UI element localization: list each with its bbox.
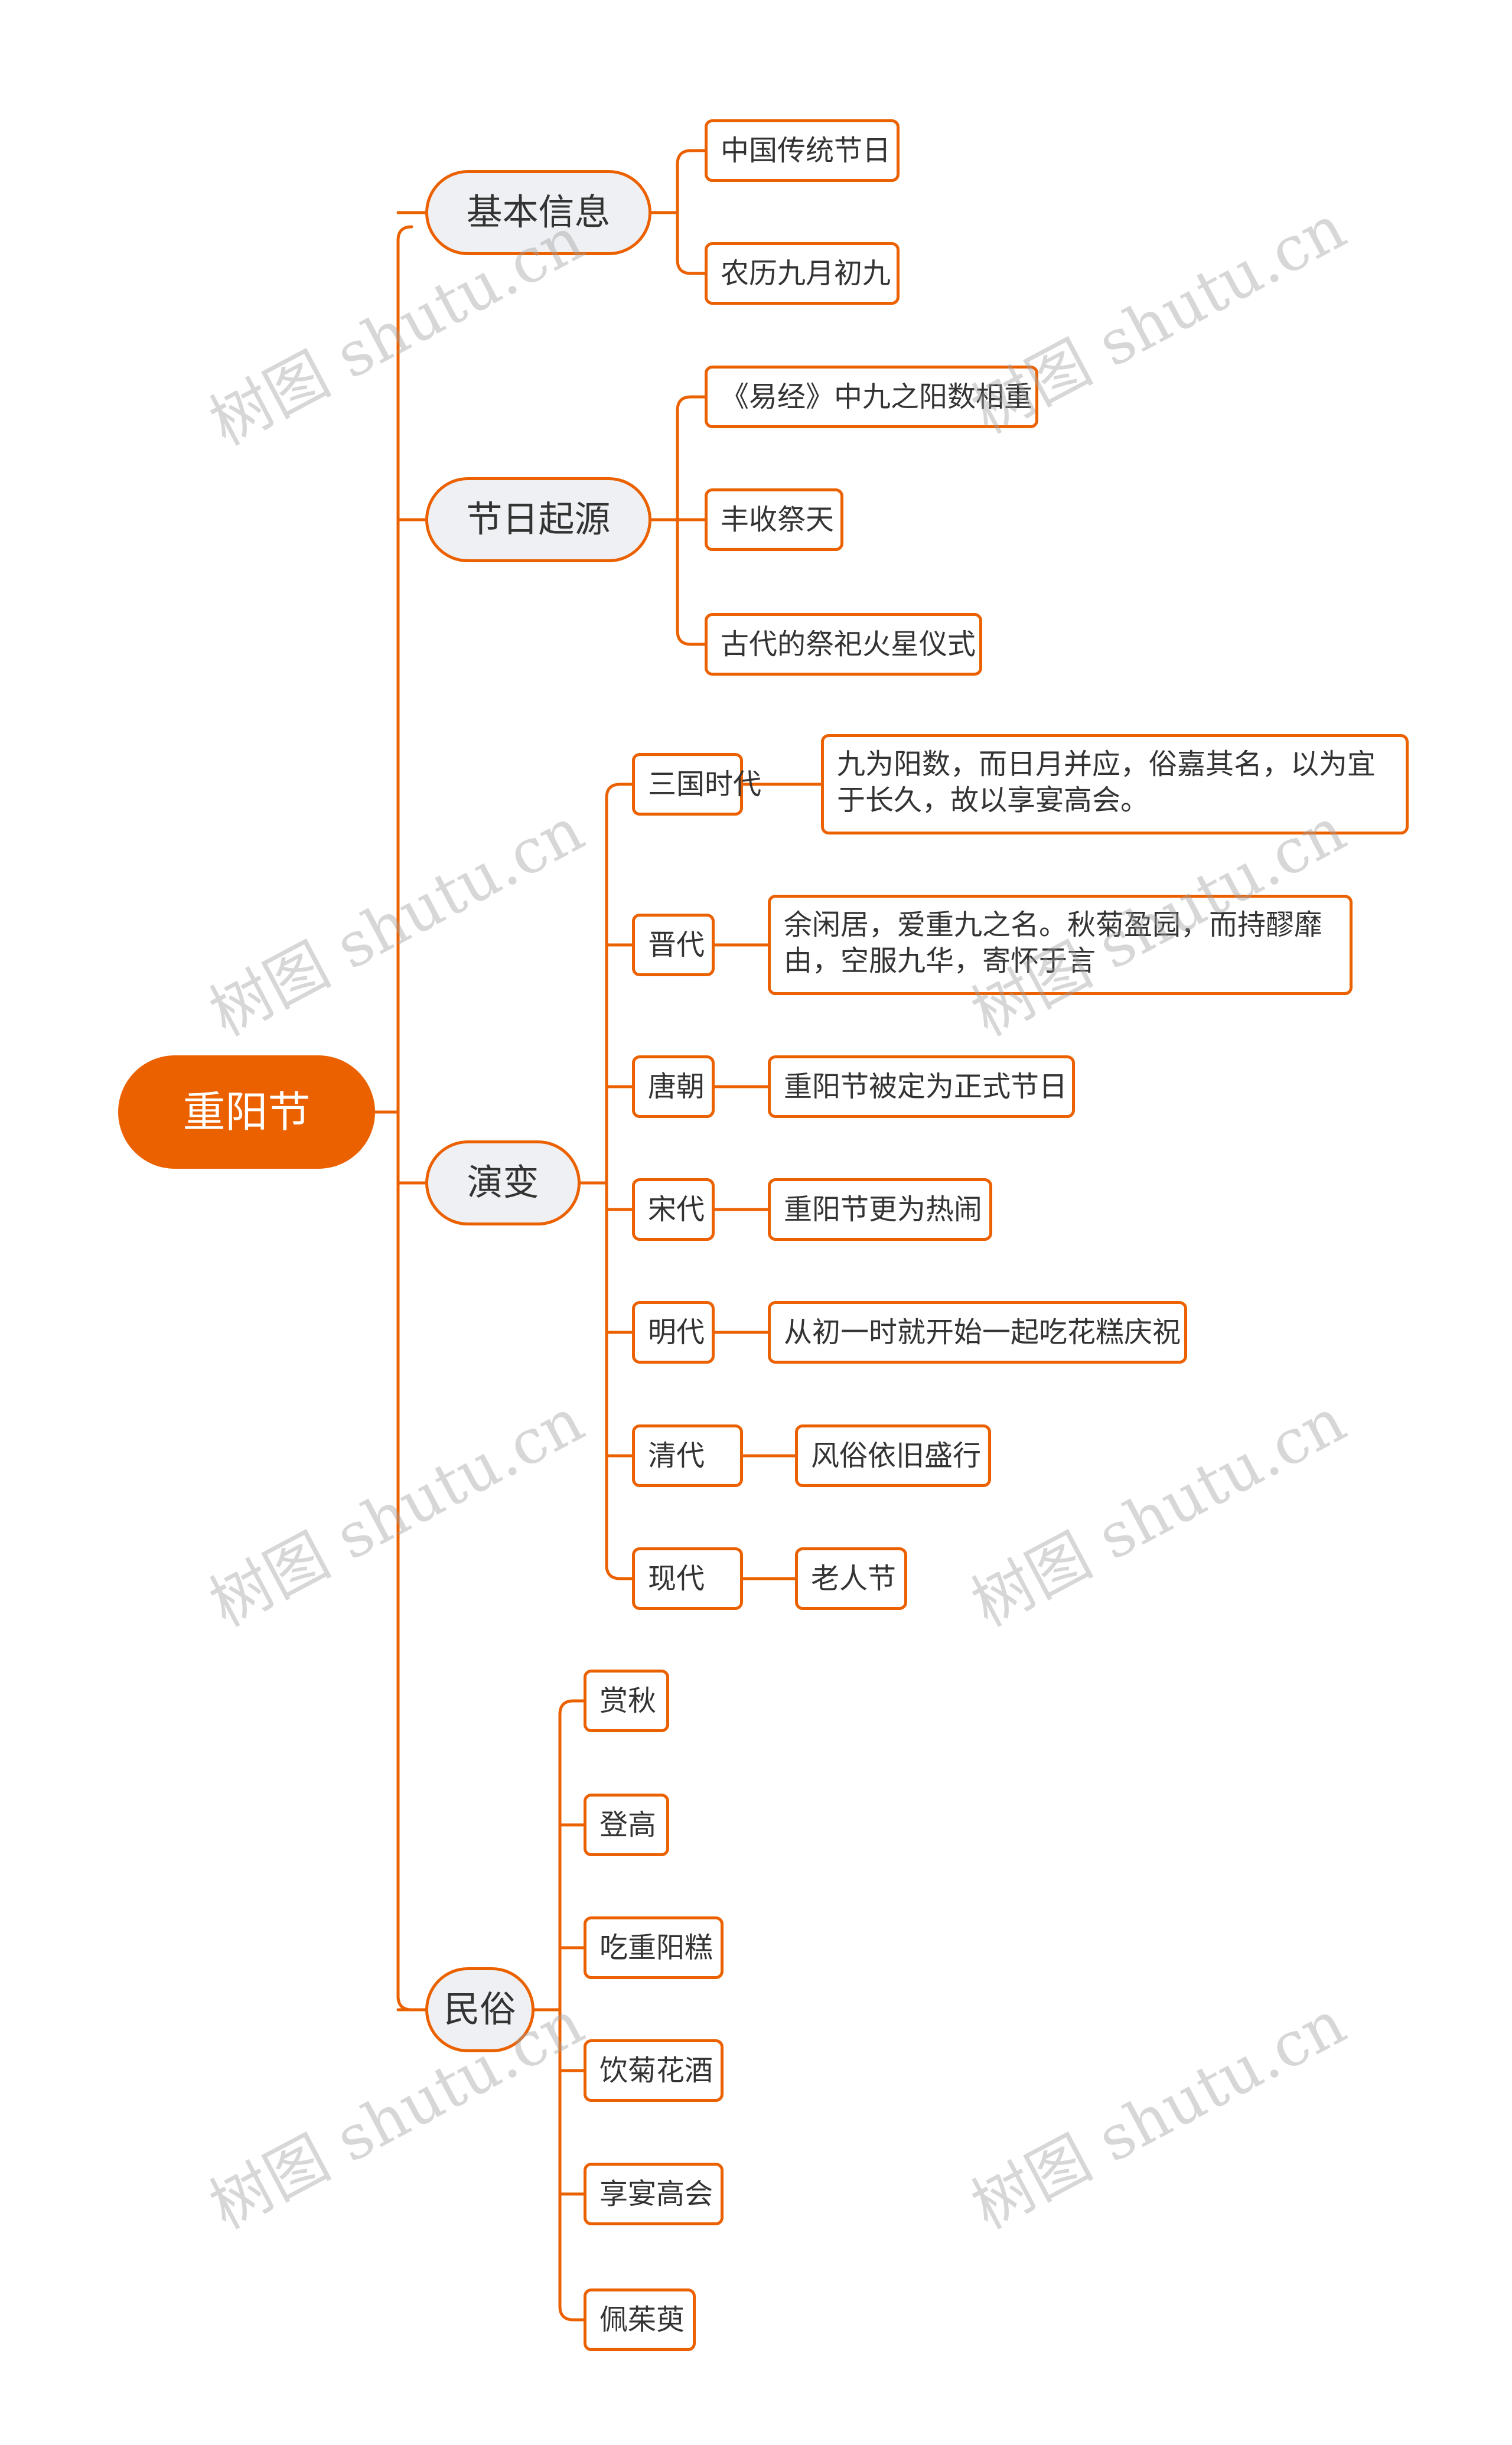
era-sanguo-desc[interactable]: 九为阳数，而日月并应，俗嘉其名，以为宜于长久，故以享宴高会。 xyxy=(821,734,1409,834)
branch-customs[interactable]: 民俗 xyxy=(425,1967,535,2052)
custom-item-6[interactable]: 佩茱萸 xyxy=(584,2288,696,2351)
custom-item-1[interactable]: 赏秋 xyxy=(584,1670,669,1732)
connector-basic-leaf xyxy=(689,149,706,275)
origin-item-1[interactable]: 《易经》中九之阳数相重 xyxy=(705,366,1038,428)
custom-item-3[interactable]: 吃重阳糕 xyxy=(584,1916,724,1979)
connector-trunk-main xyxy=(396,225,413,2012)
origin-item-2[interactable]: 丰收祭天 xyxy=(705,488,843,551)
custom-item-5[interactable]: 享宴高会 xyxy=(584,2163,724,2225)
basic-item-2[interactable]: 农历九月初九 xyxy=(705,242,900,305)
era-qing[interactable]: 清代 xyxy=(632,1424,743,1487)
era-qing-desc[interactable]: 风俗依旧盛行 xyxy=(795,1424,991,1487)
connector-evo-era xyxy=(605,783,634,1580)
era-ming[interactable]: 明代 xyxy=(632,1301,715,1364)
era-sanguo[interactable]: 三国时代 xyxy=(632,753,761,816)
era-ming-desc[interactable]: 从初一时就开始一起吃花糕庆祝 xyxy=(768,1301,1187,1364)
connector-customs-leaf xyxy=(558,1699,585,2322)
era-song-desc[interactable]: 重阳节更为热闹 xyxy=(768,1178,992,1241)
branch-origin[interactable]: 节日起源 xyxy=(425,477,651,562)
era-modern-desc[interactable]: 老人节 xyxy=(795,1547,907,1610)
era-jin[interactable]: 晋代 xyxy=(632,914,715,976)
connector-customs-trunk xyxy=(533,1699,575,2322)
custom-item-2[interactable]: 登高 xyxy=(584,1794,669,1856)
root-topic[interactable]: 重阳节 xyxy=(118,1055,375,1169)
era-modern[interactable]: 现代 xyxy=(632,1547,743,1610)
branch-basic-info[interactable]: 基本信息 xyxy=(425,170,651,255)
era-tang[interactable]: 唐朝 xyxy=(632,1055,715,1118)
era-jin-desc[interactable]: 余闲居，爱重九之名。秋菊盈园，而持醪靡由，空服九华，寄怀于言 xyxy=(768,895,1353,995)
origin-item-3[interactable]: 古代的祭祀火星仪式 xyxy=(705,613,982,676)
era-song[interactable]: 宋代 xyxy=(632,1178,715,1241)
custom-item-4[interactable]: 饮菊花酒 xyxy=(584,2039,724,2102)
connector-basic-trunk xyxy=(650,149,693,275)
connector-origin-leaf xyxy=(676,395,706,646)
basic-item-1[interactable]: 中国传统节日 xyxy=(705,119,900,182)
connector-evo-trunk xyxy=(579,783,622,1580)
connector-era-desc xyxy=(713,783,823,1580)
era-tang-desc[interactable]: 重阳节被定为正式节日 xyxy=(768,1055,1075,1118)
branch-evolution[interactable]: 演变 xyxy=(425,1140,581,1225)
